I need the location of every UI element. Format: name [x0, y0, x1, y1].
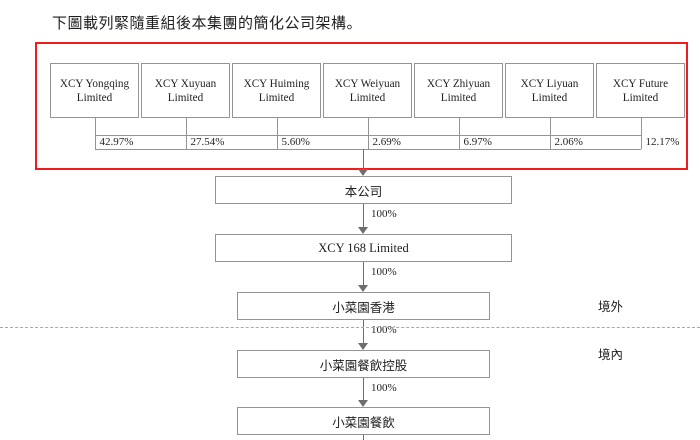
- shareholder-box: XCY Zhiyuan Limited: [414, 63, 503, 118]
- shareholder-drop-line: [185, 118, 187, 135]
- shareholder-percent: 27.54%: [190, 136, 225, 148]
- shareholder-percent: 2.06%: [554, 136, 583, 148]
- shareholder-drop-line: [367, 118, 369, 135]
- shareholder-box: XCY Xuyuan Limited: [141, 63, 230, 118]
- ownership-arrow-head: [358, 227, 368, 234]
- chain-box: XCY 168 Limited: [215, 234, 512, 262]
- ownership-arrow-head: [358, 400, 368, 407]
- shareholder-box: XCY Weiyuan Limited: [323, 63, 412, 118]
- ownership-percent: 100%: [371, 208, 397, 220]
- onshore-offshore-divider: [0, 327, 700, 328]
- shareholder-box: XCY Future Limited: [596, 63, 685, 118]
- rail-to-company-arrow-head: [358, 169, 368, 176]
- shareholder-rail: [94, 135, 641, 136]
- percent-cell-divider: [640, 135, 642, 149]
- shareholder-drop-line: [276, 118, 278, 135]
- ownership-arrow-head: [358, 343, 368, 350]
- ownership-arrow-line: [363, 320, 364, 344]
- shareholder-box: XCY Yongqing Limited: [50, 63, 139, 118]
- shareholder-drop-line: [458, 118, 460, 135]
- chain-box: 小菜園餐飲: [237, 407, 490, 435]
- percent-cell-divider: [276, 135, 278, 149]
- percent-cell-divider: [367, 135, 369, 149]
- ownership-arrow-line: [363, 262, 364, 286]
- ownership-arrow-head: [358, 285, 368, 292]
- ownership-percent: 100%: [371, 382, 397, 394]
- chain-continuation-stub: [363, 435, 364, 440]
- shareholder-box: XCY Liyuan Limited: [505, 63, 594, 118]
- percent-cell-divider: [185, 135, 187, 149]
- shareholder-drop-line: [640, 118, 642, 135]
- shareholder-rail-bottom: [94, 149, 641, 150]
- chain-box: 本公司: [215, 176, 512, 204]
- chain-box: 小菜園香港: [237, 292, 490, 320]
- percent-cell-divider: [94, 135, 96, 149]
- percent-cell-divider: [458, 135, 460, 149]
- ownership-percent: 100%: [371, 266, 397, 278]
- zone-label-offshore: 境外: [598, 300, 624, 314]
- percent-cell-divider: [549, 135, 551, 149]
- shareholder-percent: 5.60%: [281, 136, 310, 148]
- shareholder-drop-line: [94, 118, 96, 135]
- shareholder-percent: 6.97%: [463, 136, 492, 148]
- ownership-percent: 100%: [371, 324, 397, 336]
- shareholder-percent: 12.17%: [645, 136, 680, 148]
- ownership-arrow-line: [363, 378, 364, 401]
- shareholder-percent: 2.69%: [372, 136, 401, 148]
- page-title: 下圖載列緊隨重組後本集團的簡化公司架構。: [52, 16, 363, 32]
- zone-label-onshore: 境內: [598, 348, 624, 362]
- shareholder-drop-line: [549, 118, 551, 135]
- chain-box: 小菜園餐飲控股: [237, 350, 490, 378]
- ownership-arrow-line: [363, 204, 364, 228]
- shareholder-percent: 42.97%: [99, 136, 134, 148]
- rail-to-company-arrow-line: [363, 149, 364, 170]
- shareholder-box: XCY Huiming Limited: [232, 63, 321, 118]
